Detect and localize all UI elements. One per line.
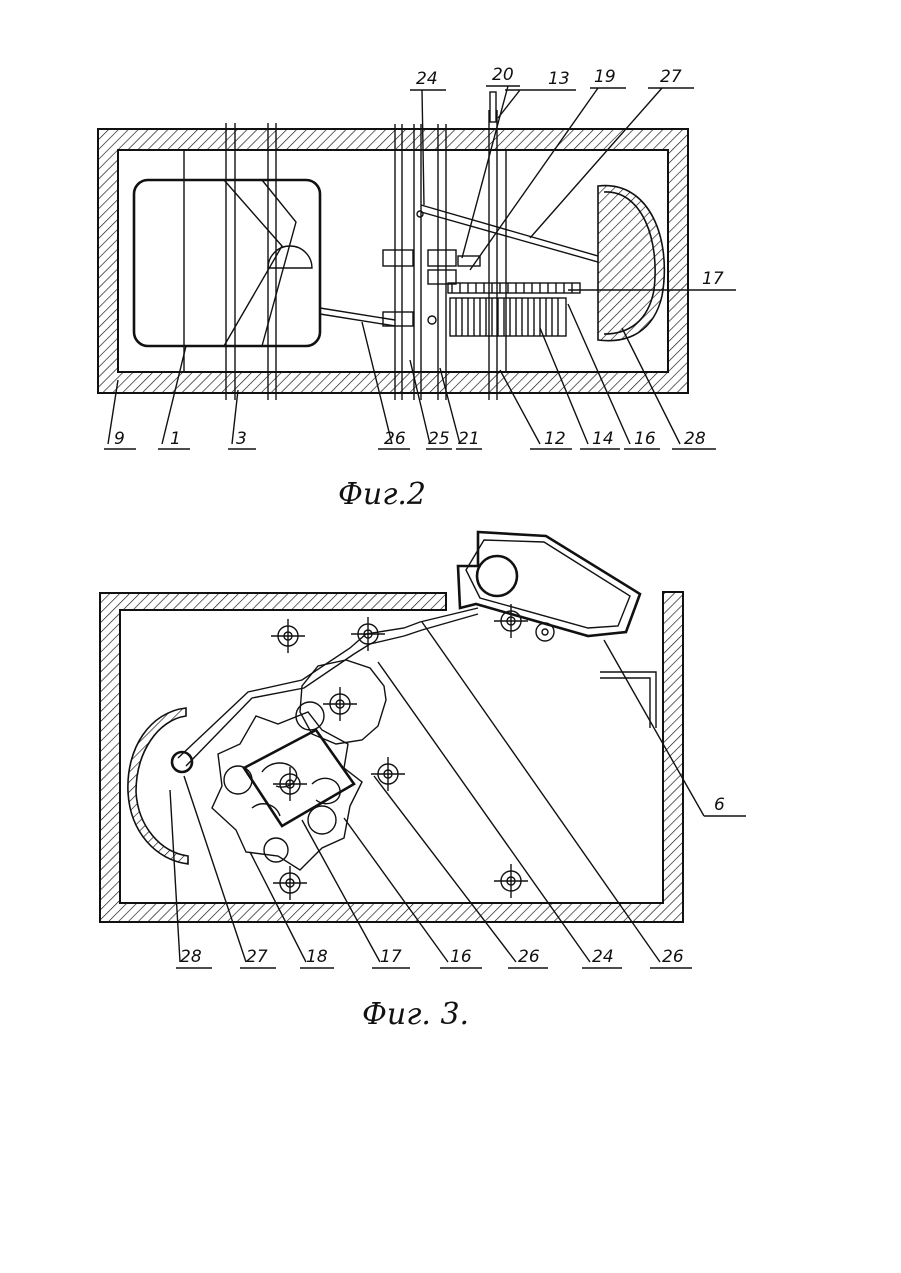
fig2-label-28: 28 xyxy=(684,429,706,449)
fig3-label-24: 24 xyxy=(592,947,614,967)
fig3-cup-28 xyxy=(128,708,188,864)
fig3-axis-5 xyxy=(371,757,405,791)
fig3-label-27: 27 xyxy=(246,947,268,967)
fig3-caption: Фиг. 3. xyxy=(362,997,469,1032)
fig2-label-20: 20 xyxy=(492,65,514,85)
fig3-label-6: 6 xyxy=(714,795,725,815)
figure-2: 24 20 13 19 27 17 9 1 3 26 25 21 12 14 1… xyxy=(98,65,736,512)
fig3-axis-1 xyxy=(271,619,305,653)
fig3-label-18: 18 xyxy=(306,947,328,967)
fig2-cup-28 xyxy=(598,186,664,341)
fig3-label-17: 17 xyxy=(380,947,402,967)
fig3-axis-3 xyxy=(273,866,307,900)
fig3-lever-24 xyxy=(178,608,478,766)
fig3-label-28: 28 xyxy=(180,947,202,967)
fig2-label-13: 13 xyxy=(548,69,570,89)
fig2-label-14: 14 xyxy=(592,429,614,449)
fig3-label-16: 16 xyxy=(450,947,472,967)
fig2-label-24: 24 xyxy=(416,69,438,89)
fig2-label-17: 17 xyxy=(702,269,724,289)
fig3-axis-2 xyxy=(494,604,528,638)
fig2-block-1 xyxy=(134,180,320,346)
figure-3: 6 28 27 18 17 16 26 24 26 Фиг. 3. xyxy=(100,532,746,1032)
fig3-axis-4 xyxy=(494,864,528,898)
fig2-label-19: 19 xyxy=(594,67,616,87)
fig2-label-27: 27 xyxy=(660,67,682,87)
fig2-gear-stack xyxy=(448,283,580,336)
fig3-label-26a: 26 xyxy=(518,947,540,967)
fig2-label-12: 12 xyxy=(544,429,566,449)
fig2-label-21: 21 xyxy=(458,429,480,449)
fig2-label-16: 16 xyxy=(634,429,656,449)
fig3-chute xyxy=(458,532,640,641)
fig2-rod-26 xyxy=(320,308,395,326)
fig2-label-9: 9 xyxy=(114,429,125,449)
fig2-shaft-3 xyxy=(184,123,276,400)
fig3-label-26b: 26 xyxy=(662,947,684,967)
fig2-caption: Фиг.2 xyxy=(338,477,426,512)
fig2-rod-13 xyxy=(490,92,496,122)
fig2-label-25: 25 xyxy=(428,429,450,449)
fig2-label-3: 3 xyxy=(236,429,247,449)
fig3-bracket xyxy=(600,672,656,728)
fig3-housing-wall xyxy=(100,592,683,922)
fig2-label-1: 1 xyxy=(170,429,181,449)
fig2-fittings xyxy=(383,211,480,326)
fig2-label-26: 26 xyxy=(384,429,406,449)
